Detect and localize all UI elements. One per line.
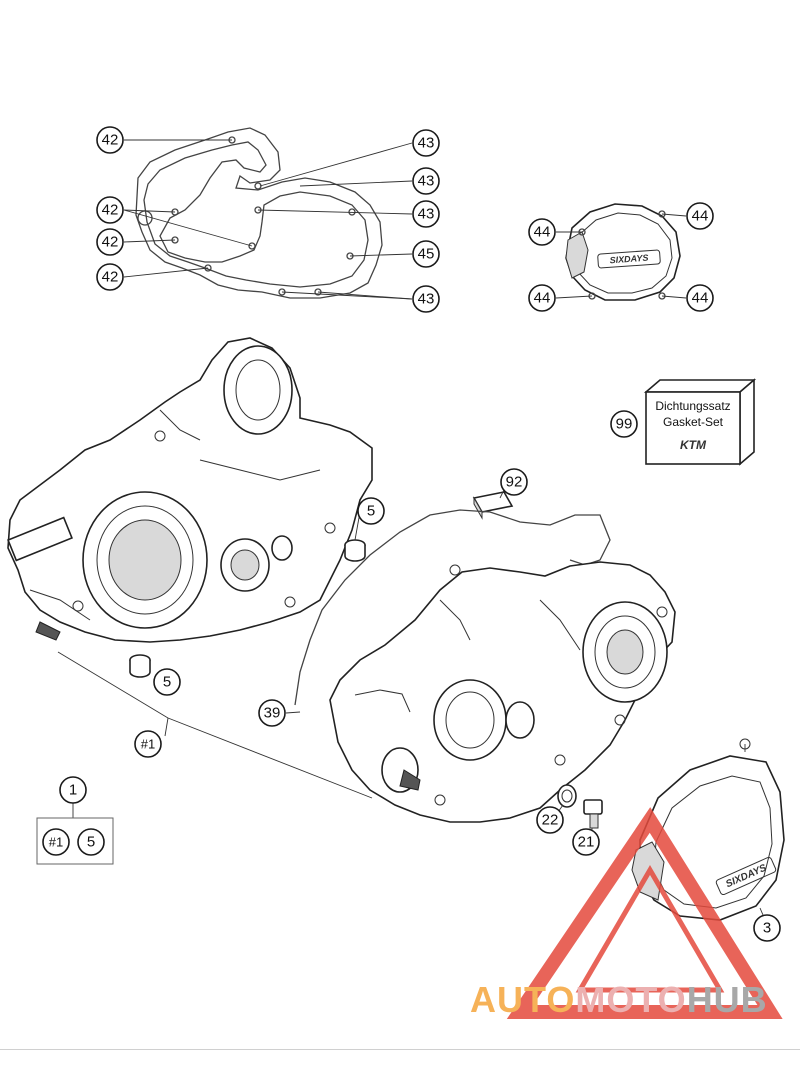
assembly-bracket-lines <box>57 651 373 799</box>
callout-43-a: 43 <box>412 129 440 157</box>
callout-box-hash-1: #1 <box>42 828 70 856</box>
callout-3: 3 <box>753 914 781 942</box>
callout-43-a-label: 43 <box>418 135 435 152</box>
callout-43-b: 43 <box>412 167 440 195</box>
callout-43-d: 43 <box>412 285 440 313</box>
callout-42-a-label: 42 <box>102 132 119 149</box>
callout-43-b-label: 43 <box>418 173 435 190</box>
callout-44-c-label: 44 <box>534 290 551 307</box>
callout-box-hash-1-label: #1 <box>49 835 63 850</box>
dowel-sleeve-lower <box>129 654 151 678</box>
callout-39-label: 39 <box>264 705 281 722</box>
svg-text:AUTOMOTOHUB: AUTOMOTOHUB <box>470 979 768 1020</box>
callout-43-c-label: 43 <box>418 206 435 223</box>
watermark-text-moto: MOTO <box>575 979 686 1020</box>
callout-44-c: 44 <box>528 284 556 312</box>
gasket-set-box: Dichtungssatz Gasket-Set KTM <box>643 378 757 466</box>
watermark-logo: AUTOMOTOHUB <box>470 807 783 1020</box>
callout-42-c: 42 <box>96 228 124 256</box>
callout-box-5-label: 5 <box>87 834 95 851</box>
small-gasket-92 <box>472 489 514 520</box>
callout-5-b-label: 5 <box>163 674 171 691</box>
callout-99-label: 99 <box>616 416 633 433</box>
callout-22-label: 22 <box>542 812 559 829</box>
sealing-washer-22 <box>557 784 577 813</box>
callout-42-b: 42 <box>96 196 124 224</box>
callout-92: 92 <box>500 468 528 496</box>
callout-42-c-label: 42 <box>102 234 119 251</box>
bottom-divider <box>0 1049 800 1050</box>
callout-3-label: 3 <box>763 920 771 937</box>
callout-1: 1 <box>59 776 87 804</box>
callout-42-d: 42 <box>96 263 124 291</box>
callout-44-a: 44 <box>528 218 556 246</box>
callout-44-d: 44 <box>686 284 714 312</box>
callout-42-a: 42 <box>96 126 124 154</box>
watermark-text-auto: AUTO <box>470 979 575 1020</box>
callout-44-b: 44 <box>686 202 714 230</box>
callout-43-d-label: 43 <box>418 291 435 308</box>
left-crankcase-half <box>7 337 373 643</box>
watermark-text-hub: HUB <box>687 979 768 1020</box>
callout-21-label: 21 <box>578 834 595 851</box>
callout-hash-1-label: #1 <box>141 737 155 752</box>
callout-92-label: 92 <box>506 474 523 491</box>
callout-5-a-label: 5 <box>367 503 375 520</box>
callout-45-label: 45 <box>418 246 435 263</box>
callout-44-d-label: 44 <box>692 290 709 307</box>
callout-44-b-label: 44 <box>692 208 709 225</box>
gasket-set-box-line1: Dichtungssatz <box>655 399 730 413</box>
callout-5-a: 5 <box>357 497 385 525</box>
callout-43-c: 43 <box>412 200 440 228</box>
callout-42-d-label: 42 <box>102 269 119 286</box>
callout-box-5: 5 <box>77 828 105 856</box>
callout-45: 45 <box>412 240 440 268</box>
callout-22: 22 <box>536 806 564 834</box>
ignition-cover-small: SIXDAYS <box>555 203 687 301</box>
callout-1-label: 1 <box>69 782 77 799</box>
callout-hash-1: #1 <box>134 730 162 758</box>
callout-42-b-label: 42 <box>102 202 119 219</box>
callout-39: 39 <box>258 699 286 727</box>
ignition-cover-small-brand: SIXDAYS <box>609 253 648 266</box>
gasket-leader-lines <box>123 139 413 300</box>
callout-5-b: 5 <box>153 668 181 696</box>
drain-plug-21 <box>583 799 603 832</box>
callout-44-a-label: 44 <box>534 224 551 241</box>
gasket-set-box-line2: Gasket-Set <box>663 415 724 429</box>
dowel-sleeve-upper <box>344 511 366 562</box>
right-crankcase-half <box>285 509 676 823</box>
crankcase-gasket <box>135 127 383 299</box>
callout-21: 21 <box>572 828 600 856</box>
callout-99: 99 <box>610 410 638 438</box>
gasket-set-box-brand: KTM <box>680 438 707 452</box>
